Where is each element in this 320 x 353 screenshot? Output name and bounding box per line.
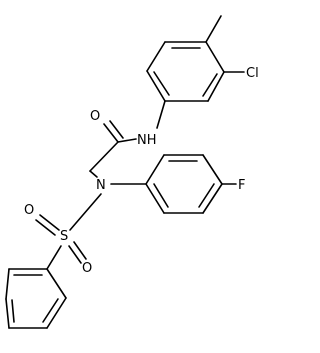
top-aryl-ring [146,41,225,102]
carbonyl-double-bond-2 [109,120,124,139]
amide-nh-label: NH [137,133,157,148]
chlorine-label: Cl [246,66,259,81]
structure-diagram: Cl NH O N F S O O [5,15,259,329]
carbonyl-ch2-bond [89,141,119,172]
amide-oxygen-label: O [90,109,100,124]
fluorophenyl-ring [145,154,223,214]
n-s-bond [69,193,102,231]
s-phenyl-bond [46,245,62,270]
sulfonamide-n-label: N [96,178,106,193]
s-o-bond-upper-2 [35,219,56,236]
methyl-bond [205,15,222,43]
sulfur-label: S [60,229,68,244]
carbonyl-double-bond-1 [103,123,119,143]
bottom-phenyl-ring [5,268,67,329]
sulfonyl-oxygen-lower-label: O [82,261,92,276]
s-o-bond-lower-2 [68,245,82,264]
s-o-bond-upper-1 [39,214,60,231]
aryl-nh-bond [156,100,166,129]
fluorine-label: F [238,178,245,193]
sulfonyl-oxygen-upper-label: O [24,203,34,218]
ch2-n-bond [89,170,98,178]
s-o-bond-lower-1 [73,241,87,260]
nh-carbonyl-bond [117,138,137,143]
